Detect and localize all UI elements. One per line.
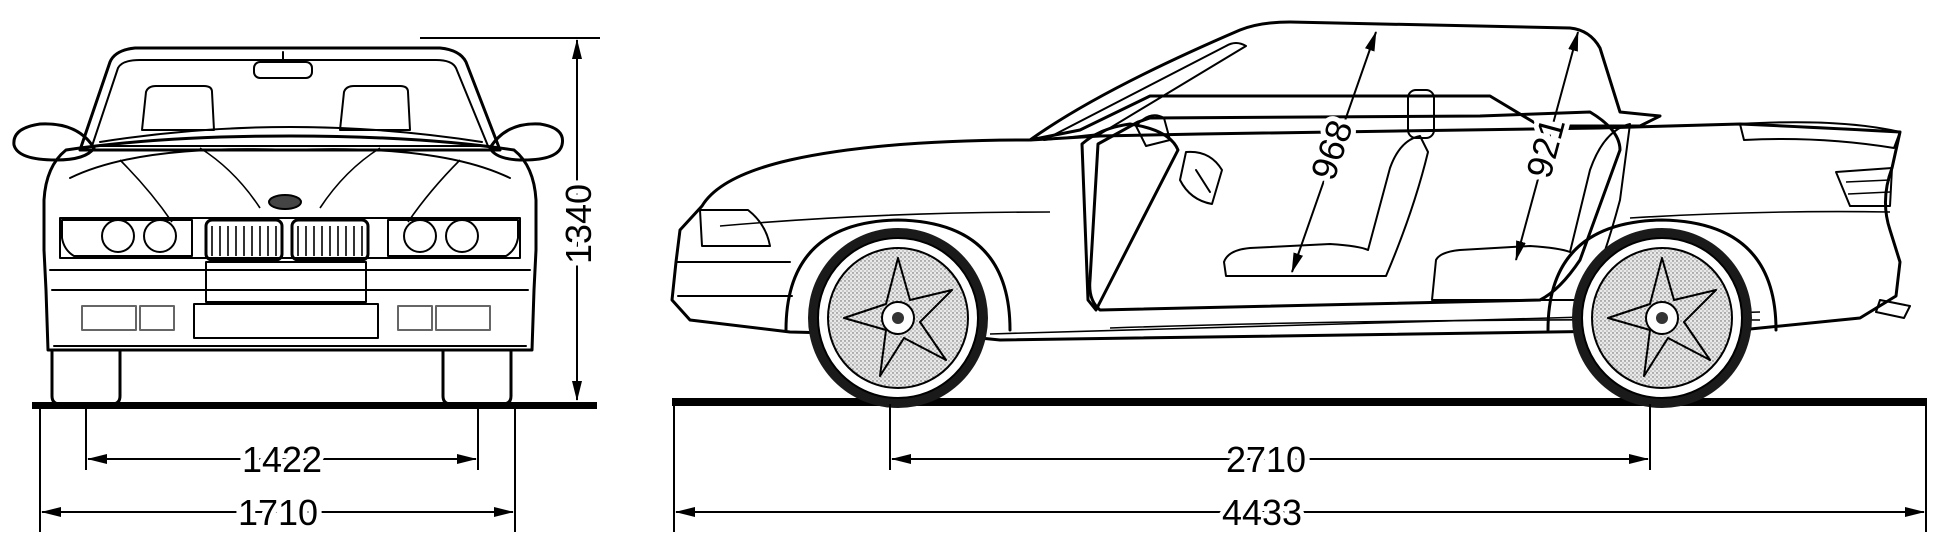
dim-width: 1710 [39,408,516,538]
interior-cutaway [1088,110,1622,312]
headroom-front-label: 968 [1302,115,1360,185]
brand-badge-icon [268,194,302,210]
rear-wheel-icon [1572,228,1752,408]
soft-top [1028,20,1662,142]
front-roof-outline [78,46,502,152]
dim-wheelbase: 2710 [889,404,1651,485]
side-ground-line [672,398,1927,406]
license-plate-area [205,261,367,303]
rearview-mirror-icon [253,61,313,79]
air-intake [193,303,379,339]
open-door [1080,122,1180,312]
length-label: 4433 [1222,492,1302,533]
windshield-frame [1043,42,1247,141]
front-wheel-icon [808,228,988,408]
dim-length: 4433 [673,404,1927,538]
front-seat-left [141,85,215,131]
front-seat-right [339,85,411,131]
dim-height: 1340 [420,37,604,401]
headlight-right-icon [387,219,519,257]
tail-light-icon [1835,167,1893,207]
height-label: 1340 [558,184,599,264]
headroom-rear-label: 921 [1518,114,1573,183]
side-view [670,20,1927,408]
steering-wheel-icon [1179,150,1223,205]
front-seat [1223,135,1429,277]
door-mirror-icon [1135,114,1171,147]
dim-track: 1422 [85,408,479,485]
front-view [12,46,597,409]
front-body [42,134,538,352]
wheelbase-label: 2710 [1226,439,1306,480]
kidney-grille-icon [204,218,370,262]
dim-headroom-rear: 921 [1513,31,1579,261]
headrest-icon [1407,89,1435,139]
dim-headroom-front: 968 [1291,31,1377,273]
width-label: 1710 [238,492,318,533]
headlight-left-icon [61,219,193,257]
side-mirror-icon [12,122,565,162]
side-body [670,122,1902,342]
front-tyres [50,348,513,406]
track-label: 1422 [242,439,322,480]
front-ground-line [32,402,597,409]
windshield [91,59,489,147]
side-headlight-icon [699,209,771,247]
